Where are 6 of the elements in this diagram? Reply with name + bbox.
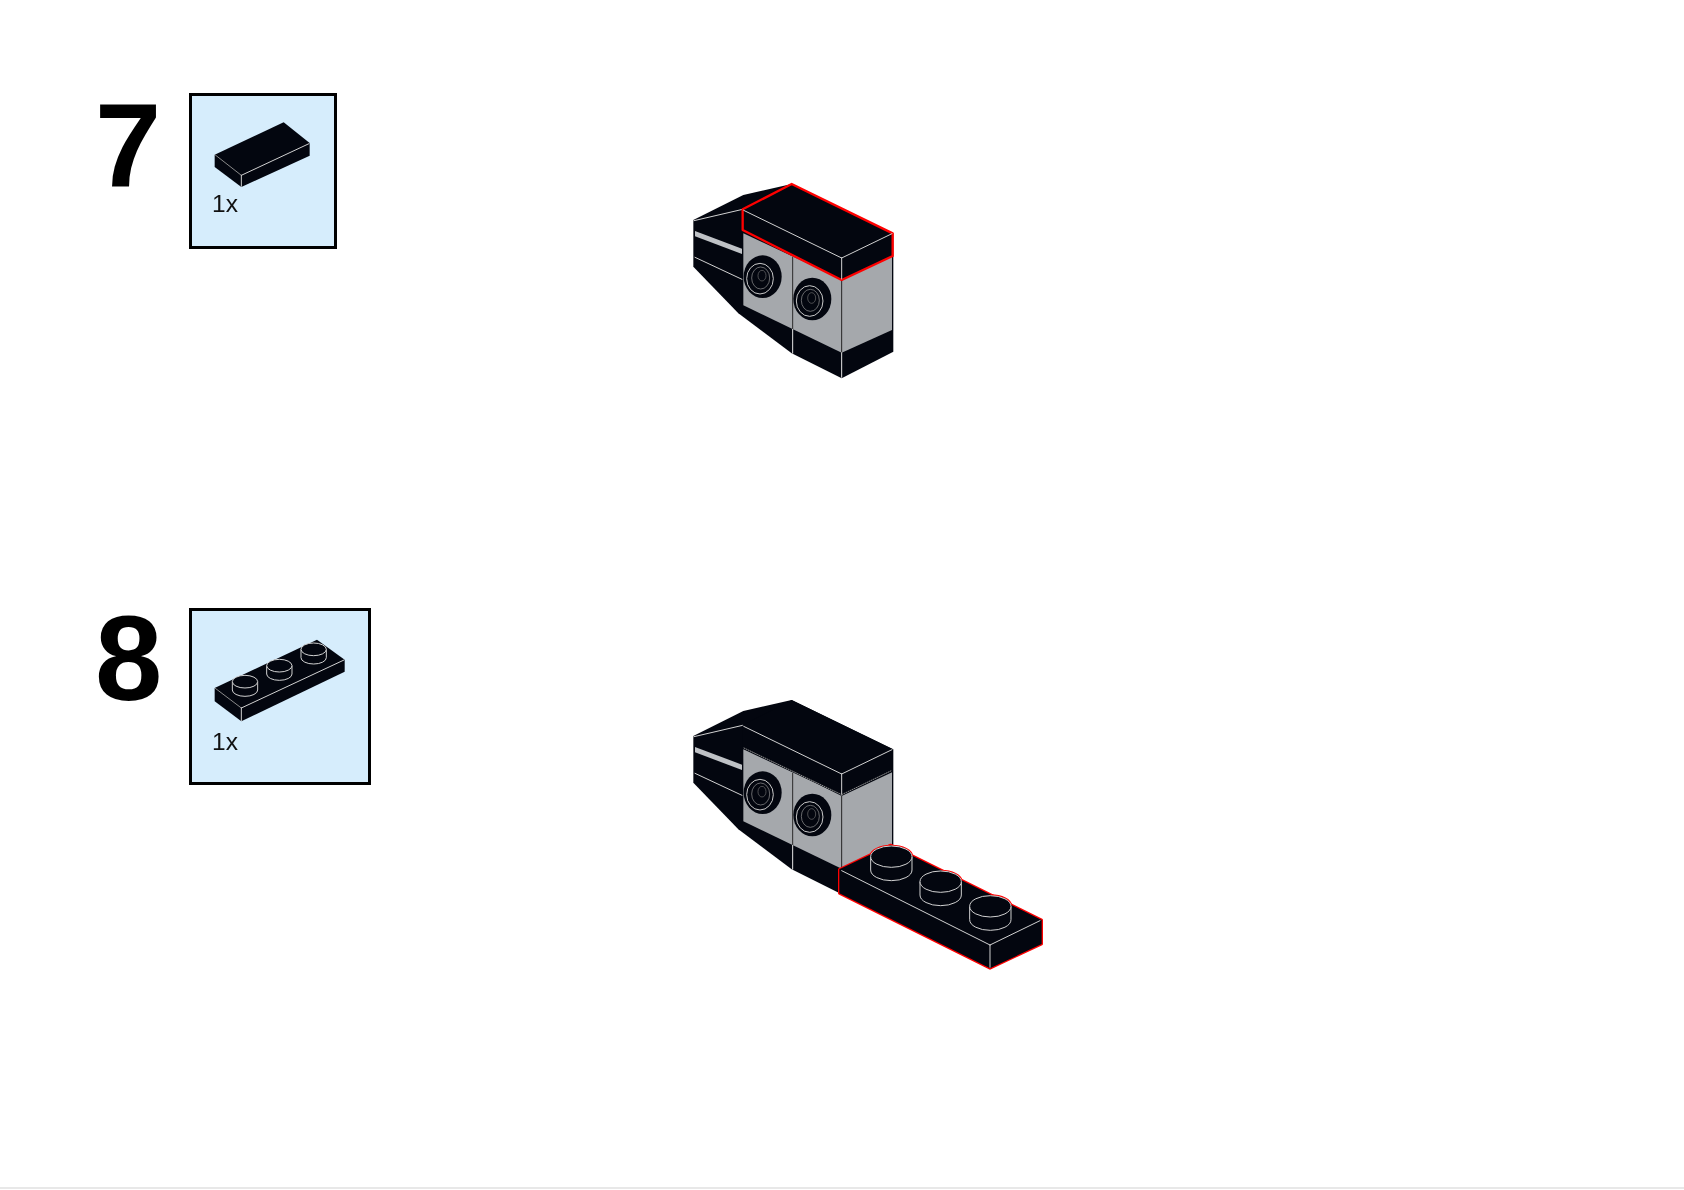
parts-callout-box bbox=[189, 93, 337, 249]
part-quantity: 1x bbox=[212, 192, 238, 217]
part-quantity: 1x bbox=[212, 730, 238, 755]
parts-callout-box bbox=[189, 608, 371, 785]
step-number: 7 bbox=[95, 85, 162, 204]
step-number: 8 bbox=[95, 598, 163, 719]
